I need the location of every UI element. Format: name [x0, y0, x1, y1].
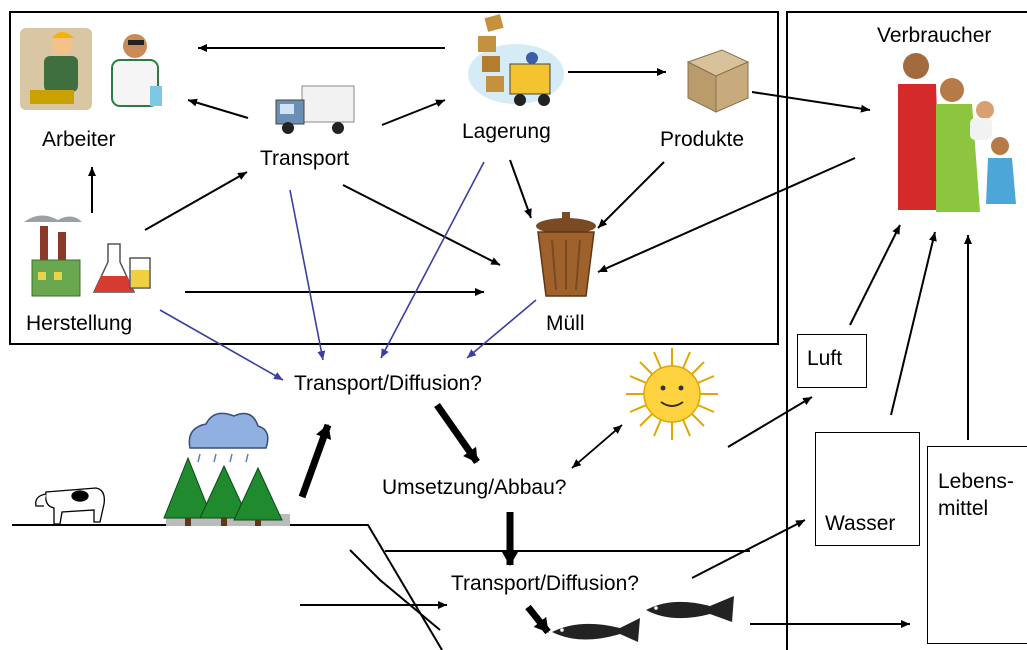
luft-box	[797, 334, 867, 388]
landscape-lines	[12, 524, 750, 650]
label-transport: Transport	[260, 147, 350, 170]
fish-icon-right	[646, 596, 734, 622]
trees-icon	[163, 456, 290, 526]
label-produkte: Produkte	[660, 128, 745, 151]
label-lebensmittel-2: mittel	[938, 497, 989, 520]
label-lagerung: Lagerung	[462, 120, 551, 143]
label-transport-diffusion-1: Transport/Diffusion?	[294, 372, 482, 395]
label-herstellung: Herstellung	[26, 312, 133, 335]
production-frame	[9, 11, 779, 345]
sun-icon	[626, 348, 718, 440]
workers-icon	[20, 28, 162, 110]
sun-double-arrow	[571, 424, 623, 469]
label-transport-diffusion-2: Transport/Diffusion?	[451, 572, 639, 595]
label-muell: Müll	[546, 312, 585, 335]
blue-arrows	[159, 161, 537, 381]
factory-icon	[24, 215, 82, 297]
label-arbeiter: Arbeiter	[42, 128, 116, 151]
family-icon	[898, 53, 1016, 212]
label-wasser: Wasser	[825, 512, 896, 535]
label-verbraucher: Verbraucher	[877, 24, 992, 47]
consumer-frame	[786, 11, 1027, 650]
thick-arrows	[298, 402, 551, 635]
cow-icon	[35, 487, 105, 525]
label-luft: Luft	[807, 347, 843, 370]
black-arrows	[88, 44, 871, 296]
label-umsetzung-abbau: Umsetzung/Abbau?	[382, 476, 567, 499]
fish-icon-left	[552, 618, 640, 642]
label-lebensmittel-1: Lebens-	[938, 470, 1014, 493]
lower-arrows	[300, 224, 972, 628]
lab-flask-icon	[92, 243, 151, 293]
trash-bin-icon	[536, 212, 596, 297]
forklift-icon	[468, 14, 564, 106]
rain-cloud-icon	[188, 412, 269, 463]
package-icon	[686, 49, 750, 113]
lebensmittel-box	[927, 446, 1027, 644]
truck-icon	[275, 85, 355, 134]
wasser-box	[815, 432, 920, 546]
